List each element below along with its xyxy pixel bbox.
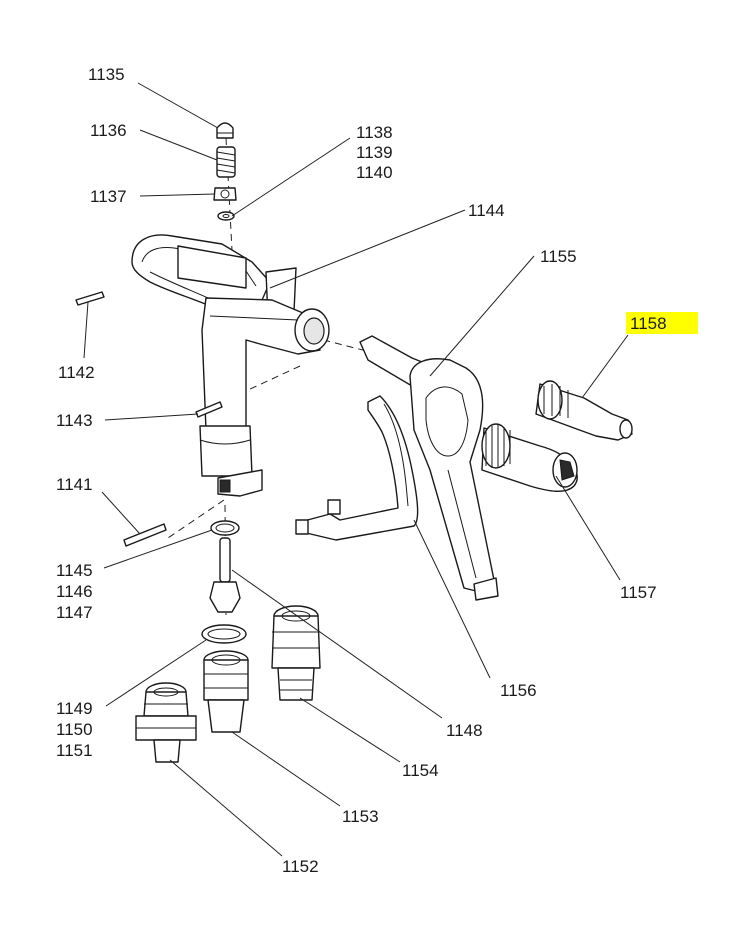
callout-labels: 1135 1136 1137 1138 1139 1140 1144 1155 …	[56, 65, 698, 876]
assembly-axes	[164, 137, 403, 616]
part-1154-fitting	[271, 605, 321, 701]
part-1136-spring	[216, 146, 236, 178]
callout-1156: 1156	[500, 681, 537, 700]
callout-1143: 1143	[56, 411, 93, 430]
part-1152-fitting	[135, 682, 197, 763]
callout-1135: 1135	[88, 65, 125, 84]
callout-1144: 1144	[468, 201, 505, 220]
part-1137-nut	[213, 187, 237, 201]
part-1157-knurled-nut	[481, 423, 578, 492]
callout-1152: 1152	[282, 857, 319, 876]
callout-1155: 1155	[540, 247, 577, 266]
part-1148-needle-valve	[209, 537, 241, 613]
part-1135-cap-nut	[216, 122, 234, 139]
callout-1153: 1153	[342, 807, 379, 826]
part-1149-o-ring	[201, 624, 247, 644]
part-1143-pin	[195, 401, 223, 418]
part-1144-gun-body	[131, 234, 330, 497]
callout-1138-1139-1140: 1138 1139 1140	[356, 123, 397, 182]
callout-1149-1150-1151: 1149 1150 1151	[56, 699, 97, 760]
leader-lines	[83, 82, 629, 857]
callout-1136: 1136	[90, 121, 127, 140]
callout-1142: 1142	[58, 363, 95, 382]
callout-1154: 1154	[402, 761, 439, 780]
part-1158-nozzle	[535, 380, 633, 441]
callout-1158: 1158	[630, 314, 667, 333]
part-1155-handle	[359, 335, 499, 601]
part-1145-o-ring	[210, 520, 240, 536]
callout-1157: 1157	[620, 583, 657, 602]
part-1141-pin	[123, 523, 167, 547]
callout-1145-1146-1147: 1145 1146 1147	[56, 561, 97, 622]
part-1153-fitting	[203, 650, 249, 733]
callout-1137: 1137	[90, 187, 127, 206]
callout-1148: 1148	[446, 721, 483, 740]
part-1138-washer	[217, 211, 235, 221]
callout-1158-highlight	[626, 312, 698, 334]
part-1156-trigger	[295, 395, 419, 541]
part-1142-pin	[75, 291, 105, 306]
callout-1141: 1141	[56, 475, 93, 494]
